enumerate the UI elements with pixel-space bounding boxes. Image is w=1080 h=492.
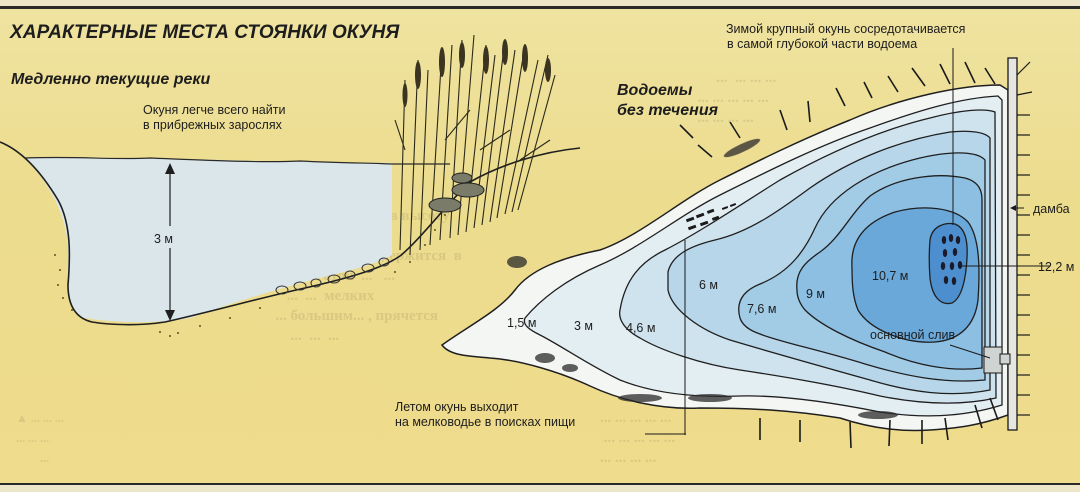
summer-note: Летом окунь выходит на мелководье в поис… [395, 400, 575, 430]
river-cross-section [0, 34, 581, 337]
pond-plan-view [440, 48, 1050, 449]
depth-label-9: 9 м [806, 287, 826, 301]
illustration-page: или как бы тут в высоту ... ую ... у. Ок… [0, 8, 1080, 483]
drain-label: основной слив [870, 328, 956, 342]
bleed-through-text-4: ... ... ... ... ... ... ... ... ... ... … [600, 410, 675, 466]
river-heading: Медленно текущие реки [11, 71, 211, 88]
depth-label-1-5: 1,5 м [507, 316, 537, 330]
pond-heading-line-1: Водоемы [617, 82, 693, 99]
summer-note-line-1: Летом окунь выходит [395, 400, 519, 414]
depth-label-10-7: 10,7 м [872, 269, 909, 283]
summer-note-line-2: на мелководье в поисках пищи [395, 415, 576, 429]
pond-heading: Водоемы без течения [617, 81, 718, 121]
depth-label-6: 6 м [699, 278, 719, 292]
winter-note-line-1: Зимой крупный окунь сосредотачивается [726, 22, 966, 36]
winter-note: Зимой крупный окунь сосредотачивается в … [726, 22, 965, 52]
bottom-rule [0, 483, 1080, 485]
bleed-through-text-3: ▲ ... ... ... ... ... ... ... [16, 411, 64, 465]
winter-note-line-2: в самой глубокой части водоема [727, 37, 918, 51]
river-note: Окуня легче всего найти в прибрежных зар… [143, 103, 285, 133]
pond-heading-line-2: без течения [617, 102, 719, 119]
depth-label-7-6: 7,6 м [747, 302, 777, 316]
river-note-line-1: Окуня легче всего найти [143, 103, 286, 117]
dam-label: дамба [1033, 202, 1070, 216]
depth-label-3: 3 м [574, 319, 594, 333]
diagram-title: ХАРАКТЕРНЫЕ МЕСТА СТОЯНКИ ОКУНЯ [10, 22, 400, 43]
river-depth-label: 3 м [154, 232, 174, 246]
diagram-artwork [0, 34, 1050, 449]
depth-label-12-2: 12,2 м [1038, 260, 1075, 274]
top-rule [0, 6, 1080, 9]
depth-label-4-6: 4,6 м [626, 321, 656, 335]
river-note-line-2: в прибрежных зарослях [143, 118, 282, 132]
bleed-through-text-2: ... ... ... ... ... ... ... ... ... ... … [697, 70, 777, 126]
